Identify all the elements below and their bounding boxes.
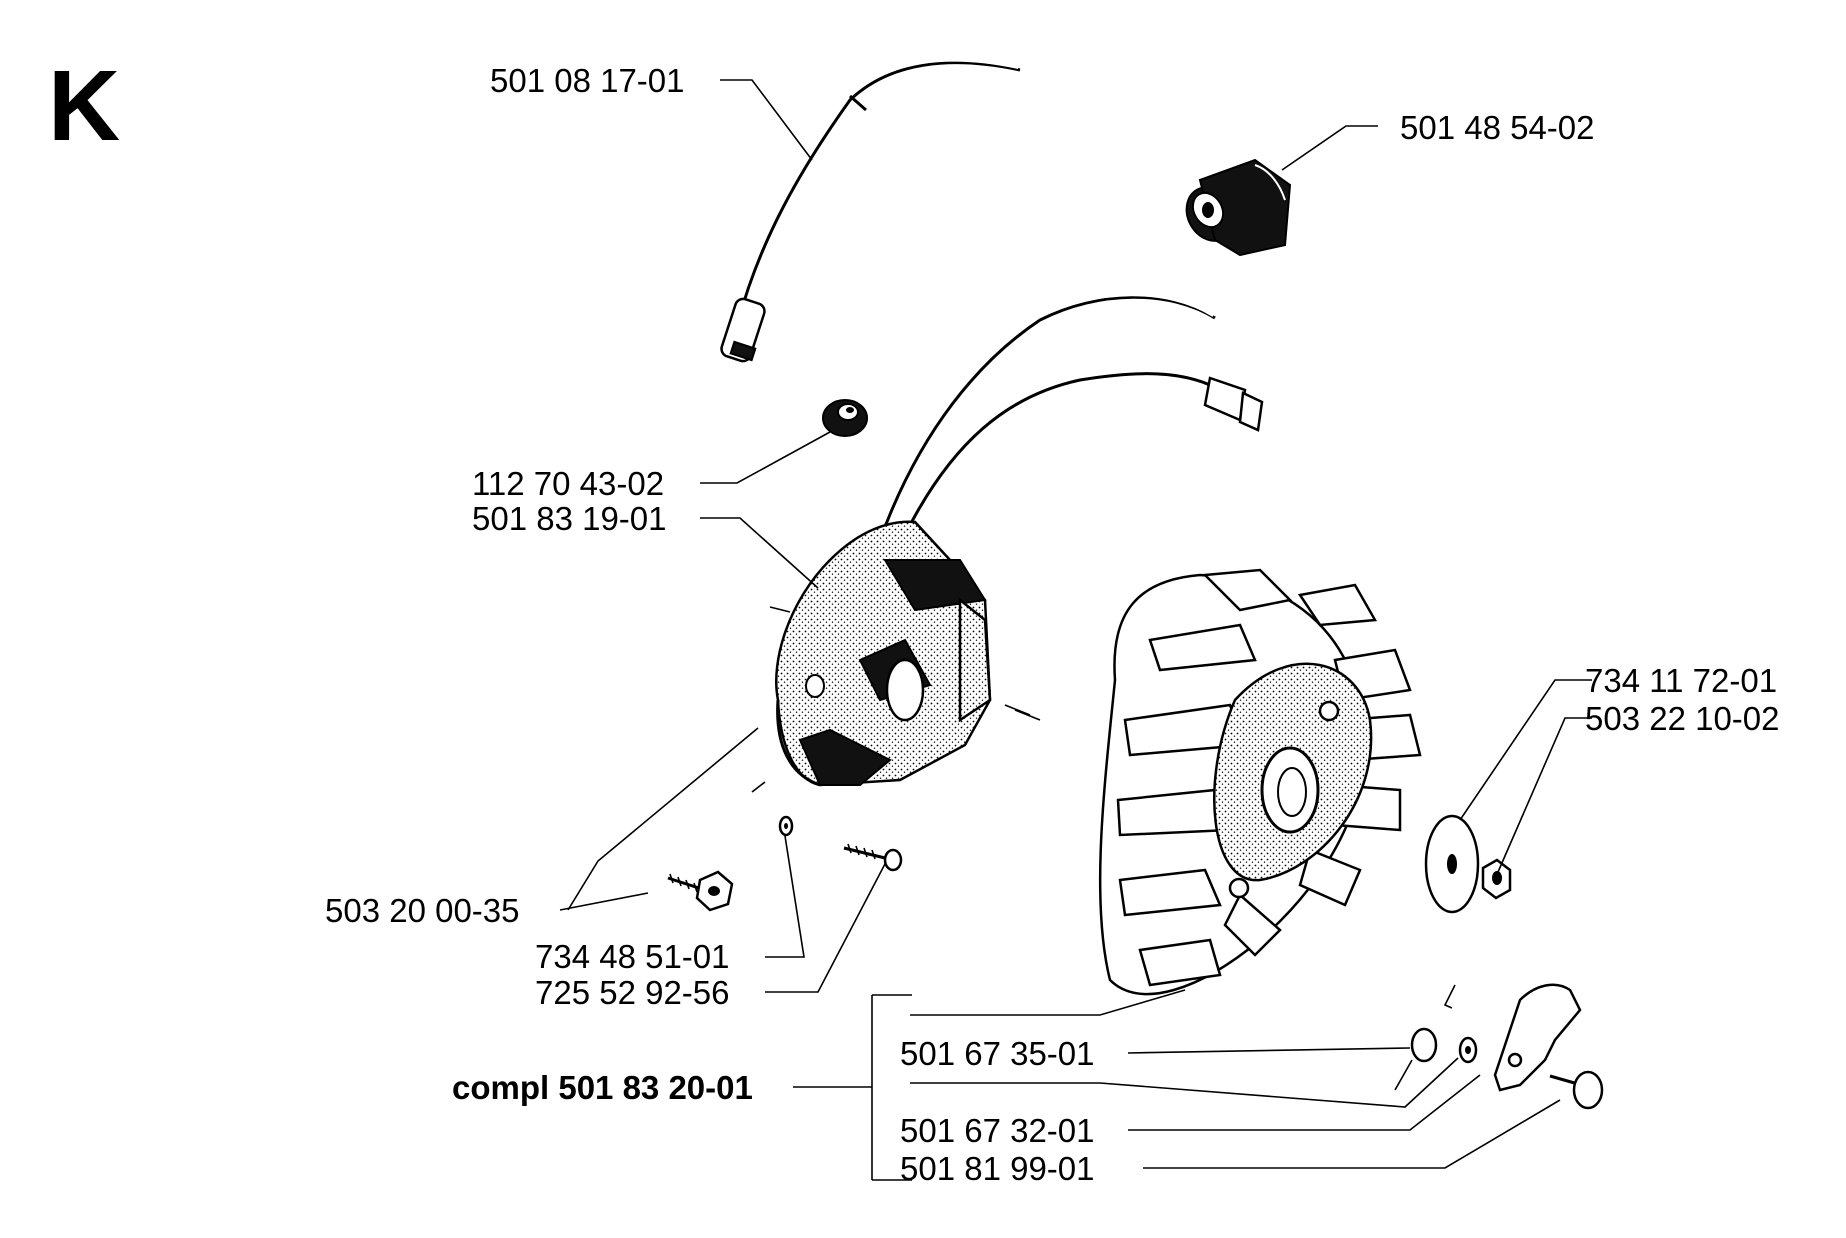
spark-plug-cap-drawing bbox=[1185, 158, 1292, 257]
callout-pawl: 501 81 99-01 bbox=[900, 1150, 1095, 1187]
ignition-cable-drawing bbox=[720, 59, 1021, 363]
callout-screw-long: 725 52 92-56 bbox=[535, 974, 730, 1011]
callout-flywheel: 501 67 35-01 bbox=[900, 1035, 1095, 1072]
section-letter: K bbox=[48, 50, 120, 162]
module-screw-drawing bbox=[667, 870, 734, 912]
pawl-pin-drawing bbox=[1549, 1070, 1604, 1110]
bushing-drawing bbox=[822, 399, 868, 437]
callout-ignition-cable: 501 08 17-01 bbox=[490, 62, 685, 99]
washer-small-drawing bbox=[778, 815, 794, 837]
callout-spark-plug-cap: 501 48 54-02 bbox=[1400, 109, 1595, 146]
callout-flywheel-complete: compl 501 83 20-01 bbox=[452, 1069, 753, 1106]
leader-lines bbox=[559, 79, 1592, 1181]
ignition-module-drawing bbox=[751, 294, 1264, 793]
screw-long-drawing bbox=[843, 843, 903, 872]
spring-drawing bbox=[1394, 984, 1456, 1091]
pawl-drawing bbox=[1493, 983, 1582, 1092]
callout-bushing: 112 70 43-02 bbox=[472, 465, 664, 502]
callout-ignition-module: 501 83 19-01 bbox=[472, 500, 667, 537]
callout-flywheel-washer: 734 11 72-01 bbox=[1585, 662, 1777, 699]
callout-module-screw: 503 20 00-35 bbox=[325, 892, 520, 929]
callout-spring: 501 67 32-01 bbox=[900, 1112, 1095, 1149]
flywheel-drawing bbox=[1014, 568, 1422, 996]
flywheel-nut-drawing bbox=[1481, 858, 1512, 900]
flywheel-washer-drawing bbox=[1424, 814, 1480, 914]
washer-pawl-drawing bbox=[1458, 1036, 1478, 1064]
callout-washer-small: 734 48 51-01 bbox=[535, 938, 730, 975]
callout-flywheel-nut: 503 22 10-02 bbox=[1585, 700, 1780, 737]
